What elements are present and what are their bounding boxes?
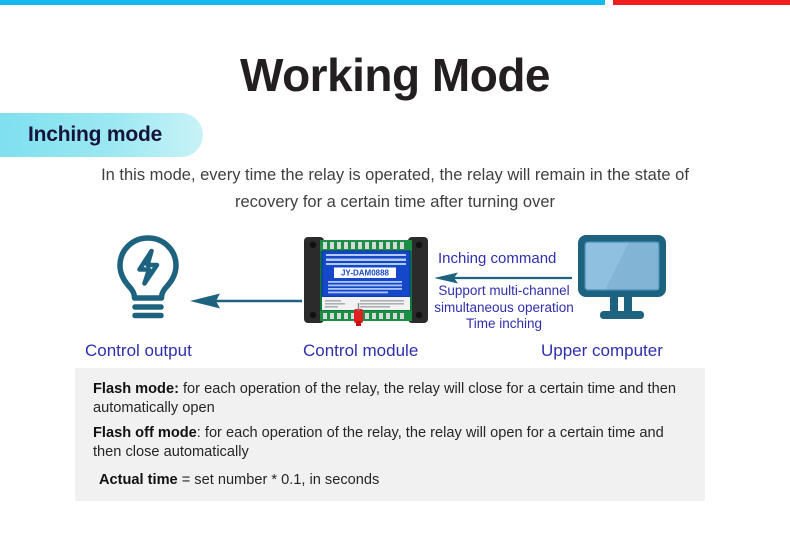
svg-text:JY-DAM0888: JY-DAM0888 (341, 269, 390, 278)
info-item-actual-time: Actual time = set number * 0.1, in secon… (93, 471, 687, 490)
page-title: Working Mode (239, 49, 551, 101)
inching-command-label: Inching command (438, 250, 557, 267)
command-detail-line: Time inching (465, 316, 543, 331)
mode-description: In this mode, every time the relay is op… (101, 166, 689, 211)
info-item-flash-off-mode-lead: Flash off mode (93, 425, 197, 441)
command-detail-line: Support multi-channel (438, 283, 570, 298)
info-item-actual-time-lead: Actual time (99, 472, 178, 488)
info-item-flash-mode: Flash mode: for each operation of the re… (93, 380, 687, 417)
arrow-module-to-output-icon (190, 291, 302, 311)
info-item-actual-time-body: = set number * 0.1, in seconds (177, 472, 380, 488)
top-accent-bar (0, 0, 790, 5)
label-control-output: Control output (85, 341, 192, 360)
mode-badge: Inching mode (0, 113, 203, 157)
lightbulb-icon (112, 233, 184, 325)
info-item-flash-mode-lead: Flash mode: (93, 381, 179, 397)
label-upper-computer: Upper computer (541, 341, 663, 360)
top-accent-bar-red-segment (613, 0, 790, 5)
info-item-flash-off-mode-body: : for each operation of the relay, the r… (93, 425, 664, 460)
working-mode-diagram: JY-DAM0888 Inching (0, 225, 790, 365)
label-control-module: Control module (303, 341, 419, 360)
info-box: Flash mode: for each operation of the re… (75, 368, 705, 501)
arrow-computer-to-module-icon (434, 271, 572, 285)
info-item-flash-mode-body: for each operation of the relay, the rel… (93, 381, 676, 416)
top-accent-bar-cyan-segment (0, 0, 605, 5)
diagram-labels-row: Control output Control module Upper comp… (0, 341, 790, 367)
mode-badge-label: Inching mode (28, 123, 163, 146)
info-item-flash-off-mode: Flash off mode: for each operation of th… (93, 424, 687, 461)
command-details: Support multi-channel simultaneous opera… (430, 283, 578, 333)
command-detail-line: simultaneous operation (434, 299, 574, 315)
relay-board-icon: JY-DAM0888 (302, 233, 430, 329)
monitor-icon (574, 233, 670, 323)
